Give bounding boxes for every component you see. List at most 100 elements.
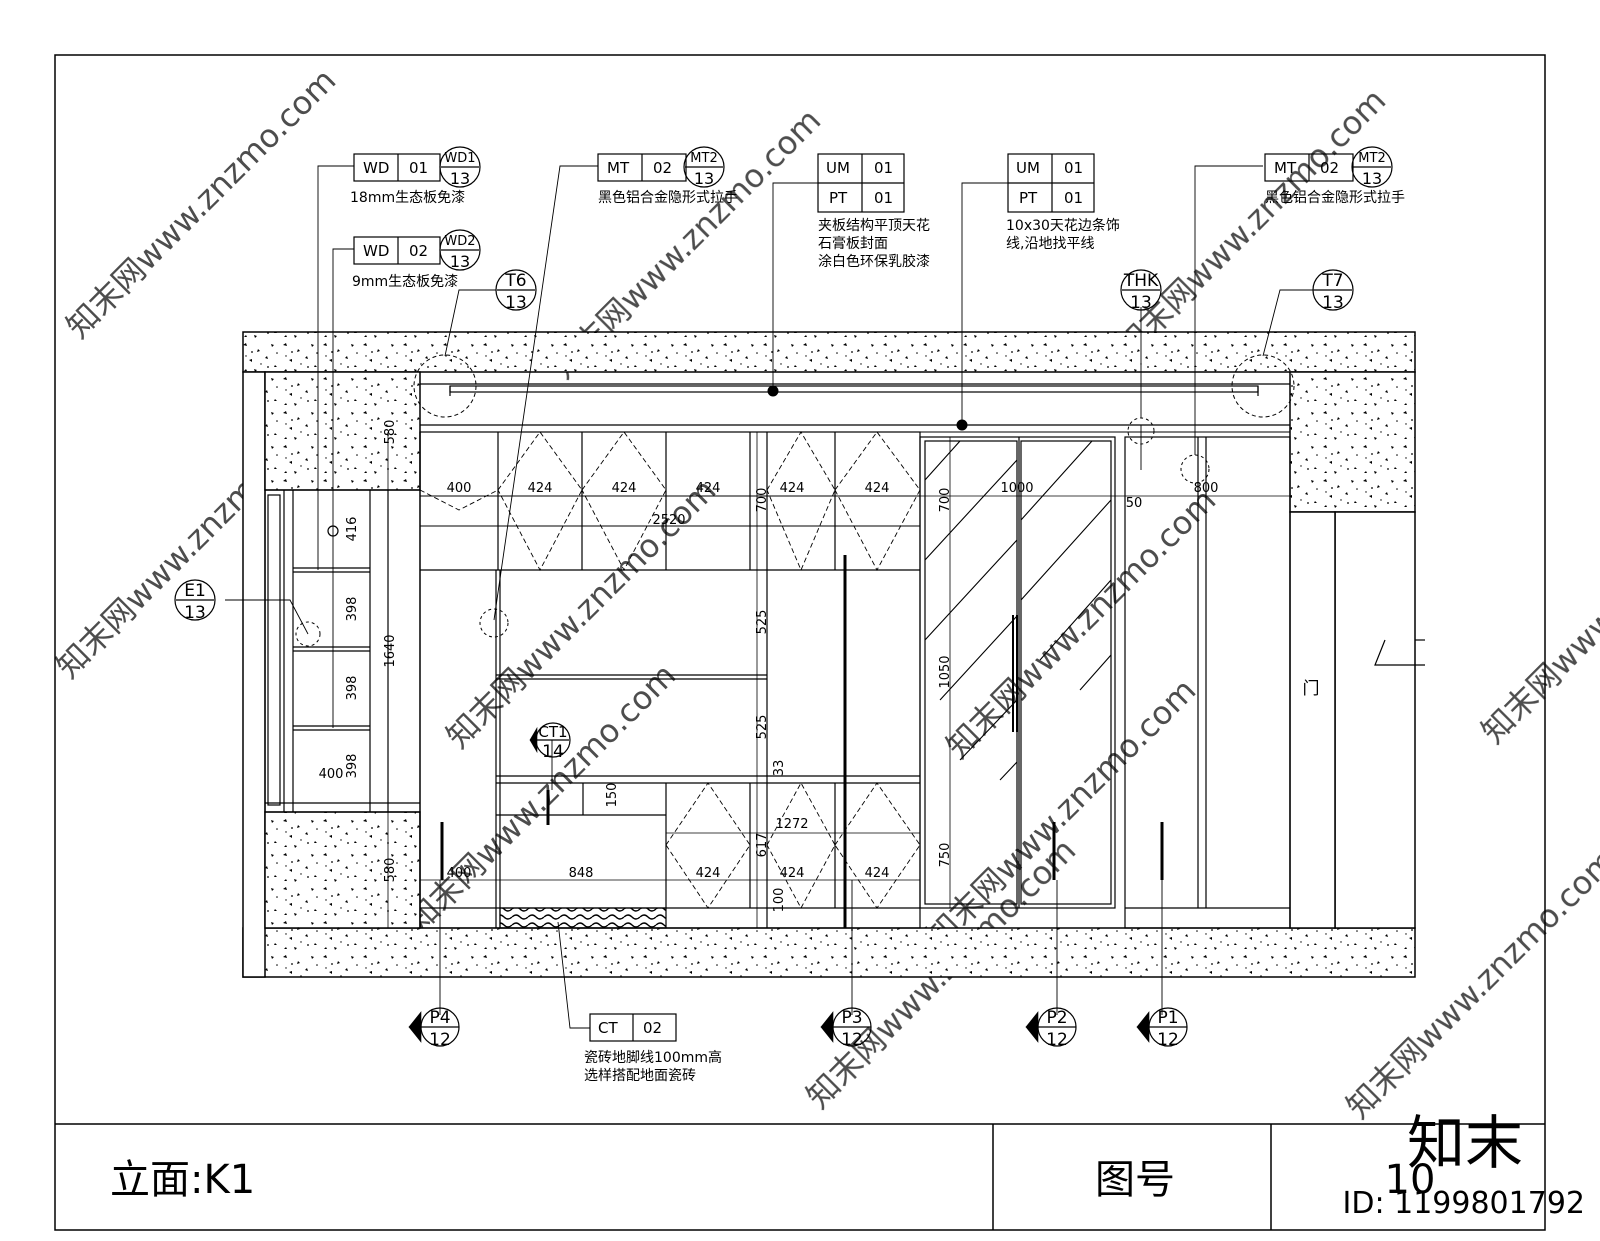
dim-top: 400 [447, 481, 472, 496]
tag-note: 线,沿地找平线 [1006, 236, 1094, 252]
tag-note: 黑色铝合金隐形式拉手 [1265, 189, 1405, 206]
ceiling-slab [242, 331, 1416, 373]
dim-side-width: 400 [319, 767, 344, 782]
tag-code: MT [1274, 159, 1297, 177]
callout-bottom: 13 [1130, 293, 1152, 313]
section-top: P1 [1157, 1008, 1178, 1028]
main-cabinet [419, 431, 921, 929]
section-top: P3 [841, 1008, 862, 1028]
section-top: P4 [429, 1008, 450, 1028]
tag-code: MT [607, 159, 630, 177]
dim-bottom: 848 [569, 866, 594, 881]
dim-base: 580 [383, 858, 398, 883]
tag-note: 瓷砖地脚线100mm高 [584, 1049, 722, 1066]
ref-circle-wd2 [439, 229, 481, 271]
dim-glass-upper: 700 [938, 488, 953, 513]
dim-bottom: 424 [696, 866, 721, 881]
ceiling [295, 354, 1295, 647]
callout-top: T6 [504, 271, 526, 291]
right-column [1289, 371, 1416, 513]
callout-ct1 [529, 722, 571, 758]
callout-e1 [174, 579, 216, 621]
tag-note: 涂白色环保乳胶漆 [818, 253, 930, 270]
dim-top: 424 [696, 481, 721, 496]
callout-top: THK [1123, 271, 1159, 291]
section-bottom: 12 [1157, 1030, 1179, 1050]
dim-top: 800 [1194, 481, 1219, 496]
ref-circle-mt2-right [1351, 146, 1393, 188]
callout-top: CT1 [538, 723, 567, 741]
brand-mark: 知末 [1407, 1109, 1523, 1177]
section-bottom: 12 [1046, 1030, 1068, 1050]
section-top: P2 [1046, 1008, 1067, 1028]
door-recess [1289, 511, 1336, 929]
dim-bottom: 400 [447, 866, 472, 881]
dim-ceiling-drop: 580 [383, 420, 398, 445]
tag-num: 01 [1064, 159, 1083, 177]
detail-callouts: T6 13 THK 13 T7 13 E1 13 CT1 14 [174, 269, 1354, 762]
ref-top: WD2 [444, 234, 475, 249]
dim-shelf: 398 [345, 676, 360, 701]
dim-top: 424 [612, 481, 637, 496]
tag-code: WD [363, 159, 389, 177]
door-label: 门 [1303, 679, 1320, 699]
watermark: 知末网www.znzmo.com [1109, 81, 1394, 366]
callout-top: E1 [184, 581, 206, 601]
tag-note: 选样搭配地面瓷砖 [584, 1068, 696, 1084]
dim-niche: 525 [755, 715, 770, 740]
tag-num: 02 [643, 1019, 662, 1037]
tag-code: PT [829, 189, 848, 207]
left-shelving [264, 489, 421, 813]
right-wall [1334, 511, 1416, 929]
section-p2 [1025, 1007, 1077, 1047]
section-p4 [408, 1007, 460, 1047]
dim-shelf: 416 [345, 517, 360, 542]
tag-ref-circles: WD1 13 WD2 13 MT2 13 MT2 13 [439, 146, 1393, 271]
tag-code: WD [363, 242, 389, 260]
dim-plinth: 100 [772, 888, 787, 913]
ref-top: MT2 [690, 151, 717, 166]
dim-glass-lower: 750 [938, 843, 953, 868]
view-title: 立面:K1 [110, 1157, 255, 1203]
dim-shelf: 398 [345, 597, 360, 622]
dim-overall: 2520 [652, 513, 685, 528]
image-id: ID: 1199801792 [1343, 1186, 1585, 1221]
dim-shelf: 398 [345, 754, 360, 779]
tag-note: 9mm生态板免漆 [352, 274, 458, 290]
tag-num: 01 [1064, 189, 1083, 207]
tag-num: 02 [653, 159, 672, 177]
dim-glass-mid: 1050 [938, 655, 953, 688]
dim-top: 424 [780, 481, 805, 496]
section-bottom: 12 [841, 1030, 863, 1050]
tag-num: 01 [874, 159, 893, 177]
callout-t6 [495, 269, 537, 311]
ref-circle-mt2-left [683, 146, 725, 188]
structure [242, 331, 1416, 978]
watermark: 知末网www.znzmo.com [939, 481, 1223, 766]
left-bulkhead [264, 371, 421, 491]
floor-slab [242, 927, 1416, 978]
tag-code: UM [826, 159, 850, 177]
tag-code: CT [598, 1019, 618, 1037]
dim-top: 424 [865, 481, 890, 496]
watermark: 知末网www.znzmo.com [399, 656, 684, 941]
left-base-block [264, 811, 421, 929]
dim-upper-cab: 700 [755, 488, 770, 513]
watermark: 知末网www.znzmo.com [59, 61, 344, 346]
section-p1 [1136, 1007, 1188, 1047]
dim-gap: 50 [1126, 496, 1143, 511]
callout-t7 [1312, 269, 1354, 311]
drawing-number-label: 图号 [1095, 1157, 1175, 1203]
dim-niche: 525 [755, 610, 770, 635]
dim-top: 1000 [1000, 481, 1033, 496]
dim-top: 424 [528, 481, 553, 496]
tag-num: 01 [874, 189, 893, 207]
dim-bottom: 424 [780, 866, 805, 881]
drawing-number-value: 10 [1385, 1157, 1436, 1203]
section-markers: P4 12 P3 12 P2 12 P1 12 [408, 1007, 1188, 1050]
tag-note: 18mm生态板免漆 [350, 190, 465, 206]
ref-bottom: 13 [694, 169, 714, 188]
tag-code: PT [1019, 189, 1038, 207]
tag-note: 石膏板封面 [818, 235, 888, 252]
